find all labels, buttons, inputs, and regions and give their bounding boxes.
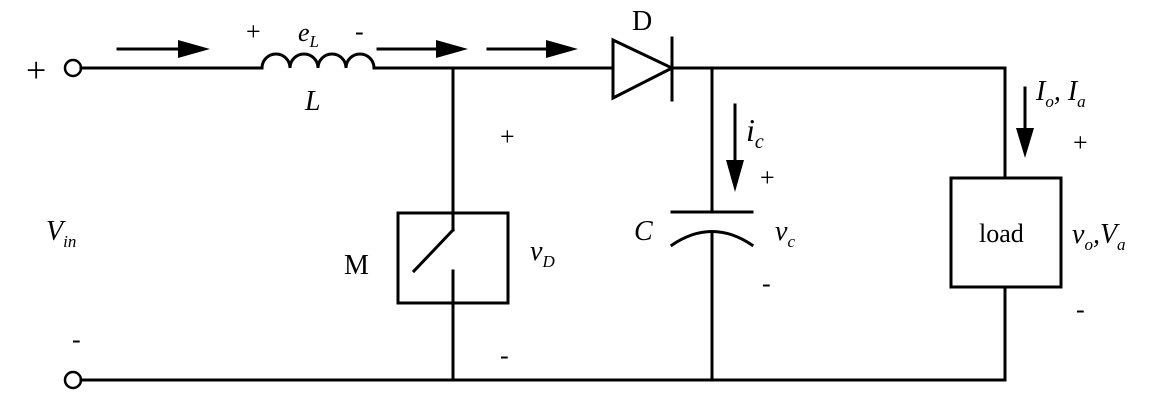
capacitor-current-arrow-head [726, 160, 744, 192]
output-current-label: Io, Ia [1035, 76, 1086, 111]
input-plus-sign: + [26, 50, 46, 90]
load-name-label: load [979, 219, 1024, 248]
capacitor-current-label: ic [746, 112, 764, 153]
inductor-minus-sign: - [355, 17, 364, 46]
diode-symbol [611, 37, 676, 101]
inductor-plus-sign: + [246, 17, 261, 46]
load-plus-sign: + [1073, 128, 1088, 157]
inductor-name-label: L [304, 86, 321, 117]
current-arrow-diode-head [546, 40, 578, 58]
load-minus-sign: - [1076, 295, 1085, 324]
inductor-coil [260, 52, 376, 70]
capacitor-voltage-label: vc [775, 216, 795, 251]
switch-voltage-label: vD [530, 236, 555, 271]
current-arrow-inductor-head [436, 40, 468, 58]
capacitor-name-label: C [634, 216, 653, 247]
input-positive-terminal [63, 58, 83, 78]
output-voltage-label: vo,Va [1072, 219, 1126, 254]
switch-minus-sign: - [500, 341, 509, 370]
input-minus-sign: - [72, 325, 81, 354]
input-negative-terminal [63, 370, 83, 390]
capacitor-minus-sign: - [762, 269, 771, 298]
capacitor-plus-sign: + [760, 163, 775, 192]
inductor-voltage-label: eL [298, 18, 319, 51]
load-box [949, 176, 1063, 289]
input-voltage-label: Vin [46, 216, 76, 251]
current-arrow-input-head [178, 40, 210, 58]
diode-name-label: D [632, 6, 652, 37]
switch-blade [411, 227, 456, 274]
switch-plus-sign: + [500, 122, 515, 151]
output-current-arrow-head [1016, 128, 1034, 158]
switch-name-label: M [344, 250, 369, 281]
